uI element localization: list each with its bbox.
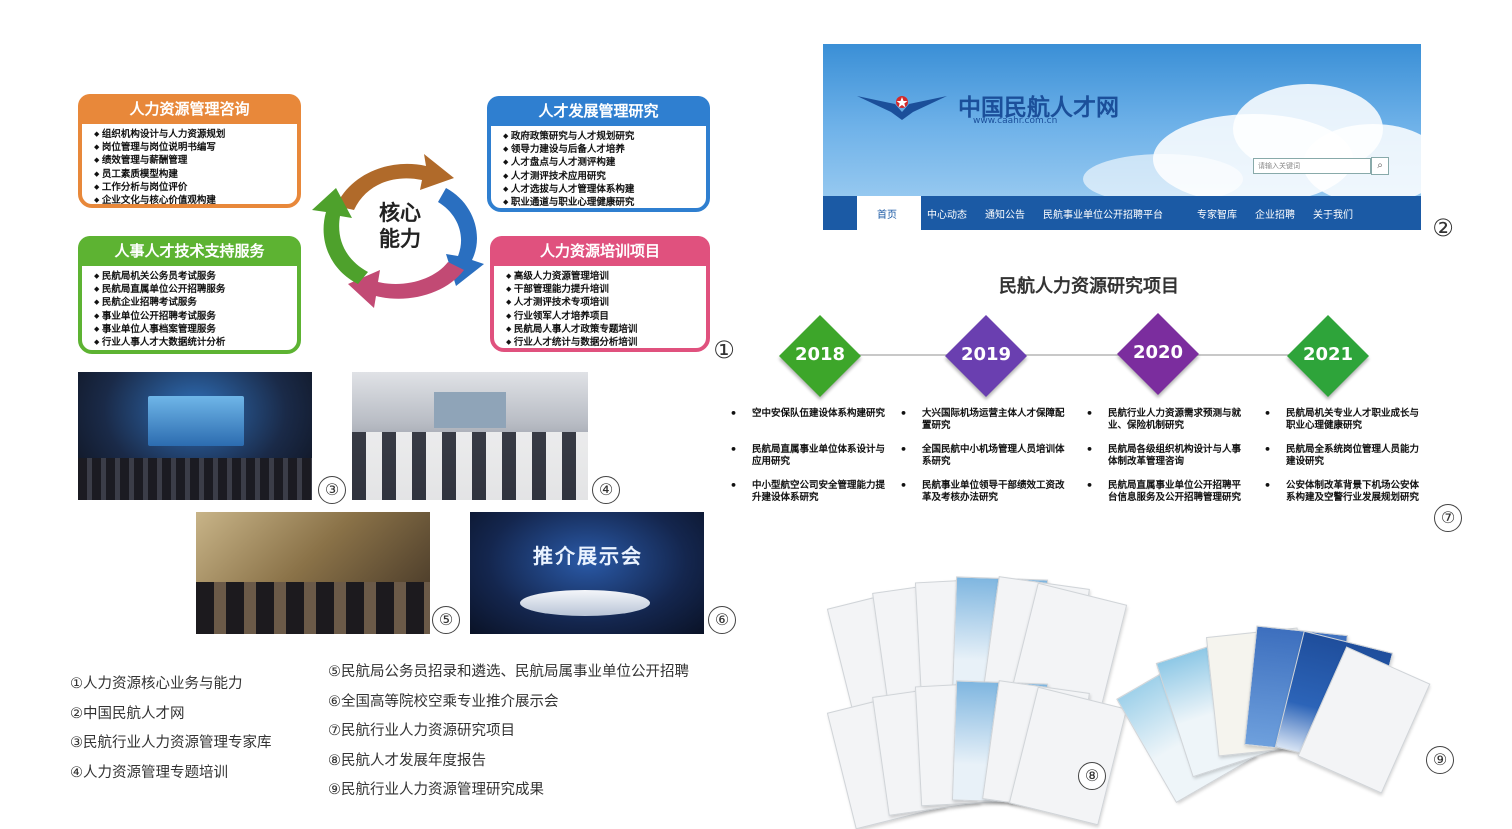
legend-right: ⑤民航局公务员招录和遴选、民航局属事业单位公开招聘 ⑥全国高等院校空乘专业推介展… [328, 658, 689, 806]
legend-item: ④人力资源管理专题培训 [70, 764, 228, 781]
number-label-4: ④ [592, 476, 620, 504]
list-item: 民航局直属单位公开招聘服务 [94, 283, 289, 296]
timeline-item: 民航局直属事业单位公开招聘平台信息服务及公开招聘管理研究 [1086, 480, 1248, 504]
nav-item-about[interactable]: 关于我们 [1313, 210, 1353, 221]
core-label-line1: 核心 [379, 201, 421, 225]
list-item: 人才测评技术专项培训 [506, 296, 698, 309]
nav-active-tab [857, 196, 921, 230]
list-item: 企业文化与核心价值观构建 [94, 194, 289, 207]
training-list: 高级人力资源管理培训 干部管理能力提升培训 人才测评技术专项培训 行业领军人才培… [506, 270, 698, 349]
number-label-9: ⑨ [1426, 746, 1454, 774]
hr-consulting-box: 人力资源管理咨询 组织机构设计与人力资源规划 岗位管理与岗位说明书编写 绩效管理… [78, 94, 301, 208]
training-title: 人力资源培训项目 [490, 236, 710, 266]
timeline-item: 民航局全系统岗位管理人员能力建设研究 [1264, 444, 1426, 468]
list-item: 干部管理能力提升培训 [506, 283, 698, 296]
list-item: 民航局机关公务员考试服务 [94, 270, 289, 283]
list-item: 行业人才统计与数据分析培训 [506, 336, 698, 349]
nav-item-home[interactable]: 首页 [877, 210, 897, 221]
hr-consulting-title: 人力资源管理咨询 [78, 94, 301, 124]
search-icon[interactable]: ⌕ [1371, 157, 1389, 175]
timeline-item: 民航行业人力资源需求预测与就业、保险机制研究 [1086, 408, 1248, 432]
legend-left: ①人力资源核心业务与能力 ②中国民航人才网 ③民航行业人力资源管理专家库 ④人力… [70, 670, 272, 788]
timeline-item: 全国民航中小机场管理人员培训体系研究 [900, 444, 1070, 468]
list-item: 民航局人事人才政策专题培训 [506, 323, 698, 336]
talent-research-list: 政府政策研究与人才规划研究 领导力建设与后备人才培养 人才盘点与人才测评构建 人… [503, 130, 698, 209]
list-item: 人才选拔与人才管理体系构建 [503, 183, 698, 196]
talent-research-box: 人才发展管理研究 政府政策研究与人才规划研究 领导力建设与后备人才培养 人才盘点… [487, 96, 710, 212]
number-label-2: ② [1430, 216, 1456, 242]
photo-recruitment-meeting [196, 512, 430, 634]
photo-promotion-exhibition: 推介展示会 [470, 512, 704, 634]
list-item: 职业通道与职业心理健康研究 [503, 196, 698, 209]
timeline-item: 空中安保队伍建设体系构建研究 [730, 408, 892, 420]
list-item: 行业人事人才大数据统计分析 [94, 336, 289, 349]
list-item: 高级人力资源管理培训 [506, 270, 698, 283]
year-label-2020: 2020 [1132, 342, 1184, 363]
tech-support-box: 人事人才技术支持服务 民航局机关公务员考试服务 民航局直属单位公开招聘服务 民航… [78, 236, 301, 354]
legend-item: ⑦民航行业人力资源研究项目 [328, 723, 515, 739]
list-item: 人才测评技术应用研究 [503, 170, 698, 183]
legend-item: ②中国民航人才网 [70, 705, 185, 722]
year-label-2018: 2018 [794, 344, 846, 365]
site-domain: www.caahr.com.cn [973, 116, 1058, 126]
nav-item-news[interactable]: 中心动态 [927, 210, 967, 221]
number-label-1: ① [711, 338, 737, 364]
nav-item-corporate[interactable]: 企业招聘 [1255, 210, 1295, 221]
number-label-5: ⑤ [432, 606, 460, 634]
legend-item: ⑧民航人才发展年度报告 [328, 752, 486, 769]
legend-item: ⑨民航行业人力资源管理研究成果 [328, 782, 544, 798]
year-label-2021: 2021 [1302, 344, 1354, 365]
legend-item: ⑤民航局公务员招录和遴选、民航局属事业单位公开招聘 [328, 664, 689, 680]
list-item: 员工素质模型构建 [94, 168, 289, 181]
list-item: 岗位管理与岗位说明书编写 [94, 141, 289, 154]
caahr-website-screenshot: 中国民航人才网 www.caahr.com.cn 请输入关键词 ⌕ 首页 中心动… [823, 44, 1421, 230]
tech-support-title: 人事人才技术支持服务 [78, 236, 301, 266]
list-item: 政府政策研究与人才规划研究 [503, 130, 698, 143]
photo-training-session [352, 372, 588, 500]
number-label-6: ⑥ [708, 606, 736, 634]
list-item: 绩效管理与薪酬管理 [94, 154, 289, 167]
timeline-item: 民航局直属事业单位体系设计与应用研究 [730, 444, 892, 468]
number-label-3: ③ [318, 476, 346, 504]
list-item: 工作分析与岗位评价 [94, 181, 289, 194]
list-item: 人才盘点与人才测评构建 [503, 156, 698, 169]
tech-support-list: 民航局机关公务员考试服务 民航局直属单位公开招聘服务 民航企业招聘考试服务 事业… [94, 270, 289, 349]
training-box: 人力资源培训项目 高级人力资源管理培训 干部管理能力提升培训 人才测评技术专项培… [490, 236, 710, 352]
list-item: 行业领军人才培养项目 [506, 310, 698, 323]
talent-research-title: 人才发展管理研究 [487, 96, 710, 126]
nav-item-notices[interactable]: 通知公告 [985, 210, 1025, 221]
timeline-title: 民航人力资源研究项目 [999, 276, 1179, 297]
site-nav-bar: 首页 中心动态 通知公告 民航事业单位公开招聘平台 专家智库 企业招聘 关于我们 [823, 196, 1421, 230]
hr-consulting-list: 组织机构设计与人力资源规划 岗位管理与岗位说明书编写 绩效管理与薪酬管理 员工素… [94, 128, 289, 207]
site-title: 中国民航人才网 [958, 95, 1119, 121]
exhibition-caption: 推介展示会 [533, 544, 643, 568]
list-item: 事业单位公开招聘考试服务 [94, 310, 289, 323]
site-search-input[interactable]: 请输入关键词 [1253, 158, 1371, 174]
timeline-item: 民航事业单位领导干部绩效工资改革及考核办法研究 [900, 480, 1070, 504]
number-label-7: ⑦ [1434, 504, 1462, 532]
legend-item: ⑥全国高等院校空乘专业推介展示会 [328, 693, 559, 710]
legend-item: ①人力资源核心业务与能力 [70, 676, 243, 692]
timeline-axis [820, 354, 1328, 356]
timeline-item: 公安体制改革背景下机场公安体系构建及空警行业发展规划研究 [1264, 480, 1426, 504]
core-label: 核心 能力 [362, 200, 438, 252]
number-label-8: ⑧ [1078, 762, 1106, 790]
list-item: 民航企业招聘考试服务 [94, 296, 289, 309]
core-label-line2: 能力 [379, 227, 421, 251]
timeline-item: 大兴国际机场运营主体人才保障配置研究 [900, 408, 1070, 432]
list-item: 领导力建设与后备人才培养 [503, 143, 698, 156]
list-item: 事业单位人事档案管理服务 [94, 323, 289, 336]
caac-wings-logo-icon [857, 96, 947, 120]
timeline-item: 民航局各级组织机构设计与人事体制改革管理咨询 [1086, 444, 1248, 468]
nav-item-recruit-platform[interactable]: 民航事业单位公开招聘平台 [1043, 210, 1163, 221]
timeline-item: 民航局机关专业人才职业成长与职业心理健康研究 [1264, 408, 1426, 432]
timeline-item: 中小型航空公司安全管理能力提升建设体系研究 [730, 480, 892, 504]
cycle-arrows-icon [312, 154, 484, 308]
legend-item: ③民航行业人力资源管理专家库 [70, 735, 272, 751]
year-label-2019: 2019 [960, 344, 1012, 365]
list-item: 组织机构设计与人力资源规划 [94, 128, 289, 141]
photo-expert-conference [78, 372, 312, 500]
nav-item-experts[interactable]: 专家智库 [1197, 210, 1237, 221]
